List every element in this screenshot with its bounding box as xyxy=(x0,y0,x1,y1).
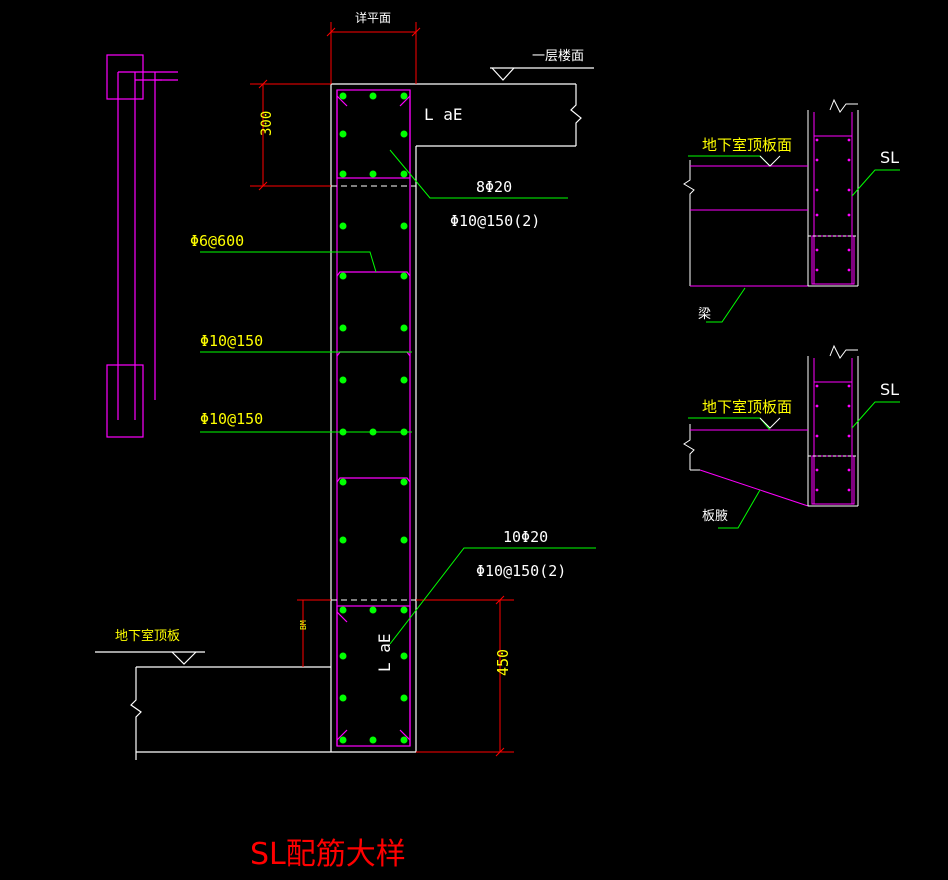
dimension-lines xyxy=(250,22,514,757)
detail2-sl-label: SL xyxy=(880,380,899,399)
rebar-dot xyxy=(400,272,408,280)
drawing-title: SL配筋大样 xyxy=(250,837,406,872)
lae-top-label: L aE xyxy=(424,105,463,124)
detail-rebar-dot xyxy=(847,488,851,492)
detail1-roof-label: 地下室顶板面 xyxy=(702,136,792,154)
elevation-bottom-block xyxy=(106,364,144,438)
detail-rebar-dot xyxy=(847,434,851,438)
rebar-dot xyxy=(339,130,347,138)
rebar-dot xyxy=(339,324,347,332)
elevation-sketch xyxy=(106,54,178,438)
detail-rebar-dot xyxy=(847,404,851,408)
side-bar-label-1: Φ10@150 xyxy=(200,332,263,350)
detail-rebar-dot xyxy=(815,488,819,492)
rebar-dot xyxy=(400,324,408,332)
bottom-bars-label: 10Φ20 xyxy=(503,528,548,546)
rebar-dot xyxy=(400,222,408,230)
floor1-label: 一层楼面 xyxy=(532,49,584,64)
basement-roof-label: 地下室顶板 xyxy=(115,628,180,644)
rebar-dot xyxy=(400,170,408,178)
rebar-dot xyxy=(400,536,408,544)
longitudinal-bars xyxy=(339,92,408,744)
rebar-dot xyxy=(400,478,408,486)
rebar-dot xyxy=(400,652,408,660)
detail-bars xyxy=(815,138,851,492)
rebar-dot xyxy=(400,376,408,384)
detail-rebar-dot xyxy=(815,468,819,472)
rebar-dot xyxy=(339,222,347,230)
detail-rebar-dot xyxy=(815,248,819,252)
rebar-dot xyxy=(339,652,347,660)
rebar-dot xyxy=(339,376,347,384)
lae-bottom-label: L aE xyxy=(375,633,394,672)
dim-small-label: BM xyxy=(299,620,308,630)
top-stirrup-label: Φ10@150(2) xyxy=(450,212,540,230)
top-dimension-label: 详平面 xyxy=(355,10,391,25)
rebar-cage xyxy=(336,89,411,747)
rebar-dot xyxy=(339,694,347,702)
rebar-dot xyxy=(400,606,408,614)
rebar-dot xyxy=(369,606,377,614)
rebar-dot xyxy=(400,130,408,138)
detail-rebar-dot xyxy=(815,384,819,388)
detail2-roof-label: 地下室顶板面 xyxy=(702,398,792,416)
leader-lines xyxy=(200,67,596,645)
rebar-dot xyxy=(369,736,377,744)
detail-rebar-dot xyxy=(847,248,851,252)
rebar-dot xyxy=(400,92,408,100)
rebar-dot xyxy=(339,736,347,744)
detail-rebar-dot xyxy=(815,434,819,438)
main-concrete-outline xyxy=(95,67,594,760)
detail-rebar-dot xyxy=(815,213,819,217)
rebar-dot xyxy=(369,170,377,178)
detail-rebar-dot xyxy=(847,384,851,388)
rebar-dot xyxy=(369,92,377,100)
detail-rebar-dot xyxy=(815,138,819,142)
rebar-dot xyxy=(339,170,347,178)
detail-rebar-dot xyxy=(847,138,851,142)
elevation-top-block xyxy=(106,54,144,100)
detail-rebar-dot xyxy=(815,268,819,272)
rebar-dot xyxy=(400,736,408,744)
detail1-beam-label: 梁 xyxy=(698,307,711,322)
top-bars-label: 8Φ20 xyxy=(476,178,512,196)
detail-rebar-dot xyxy=(815,188,819,192)
detail-rebar-dot xyxy=(847,268,851,272)
detail-rebar-dot xyxy=(847,468,851,472)
detail2-slab-label: 板腋 xyxy=(702,509,728,524)
detail-rebar-dot xyxy=(847,213,851,217)
rebar-dot xyxy=(339,536,347,544)
detail-2 xyxy=(683,344,900,529)
bottom-stirrup xyxy=(336,605,411,747)
rebar-dot xyxy=(339,272,347,280)
side-bar-label-2: Φ10@150 xyxy=(200,410,263,428)
bottom-stirrup-label: Φ10@150(2) xyxy=(476,562,566,580)
dim-300-label: 300 xyxy=(259,111,275,136)
rebar-dot xyxy=(339,92,347,100)
rebar-dot xyxy=(400,694,408,702)
detail-rebar-dot xyxy=(815,404,819,408)
detail-rebar-dot xyxy=(815,158,819,162)
dim-450-label: 450 xyxy=(494,649,512,676)
rebar-dot xyxy=(339,478,347,486)
tie-label: Φ6@600 xyxy=(190,232,244,250)
detail1-sl-label: SL xyxy=(880,148,899,167)
construction-joints xyxy=(331,185,416,601)
detail-1 xyxy=(683,98,900,323)
detail-rebar-dot xyxy=(847,188,851,192)
detail-rebar-dot xyxy=(847,158,851,162)
top-stirrup xyxy=(336,89,411,179)
rebar-dot xyxy=(339,606,347,614)
